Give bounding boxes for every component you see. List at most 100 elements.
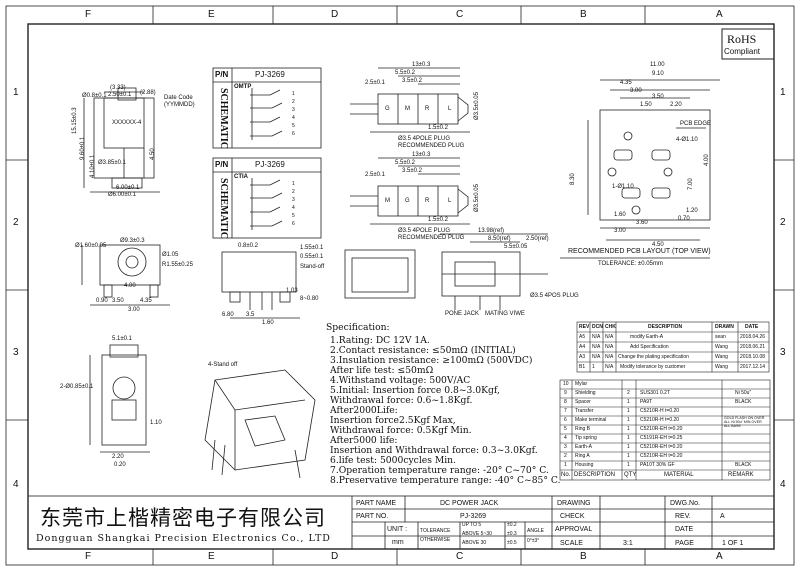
schematic-mode: CTIA	[234, 174, 248, 180]
bom-cell: 1	[564, 462, 567, 468]
dim-label: Ø6.00±0.1	[108, 192, 136, 198]
contact-label: G	[385, 106, 390, 112]
bom-cell: C5210R-H t=0.20	[640, 408, 680, 414]
dim-label: 0.70	[678, 216, 690, 222]
rev-value: A	[720, 513, 725, 520]
col-letter-f-bottom: F	[85, 551, 92, 562]
bom-cell: 3	[564, 444, 567, 450]
schematic-title: SCHEMATIC	[218, 178, 229, 239]
part-number: PJ-3269	[255, 70, 285, 79]
bom-cell: C5210R-EH t=0.20	[640, 426, 683, 432]
tol-range: ABOVE 30	[462, 540, 487, 546]
plug-label: Ø3.5 4POLE PLUG	[398, 136, 451, 142]
dim-label: 6.00±0.1	[116, 185, 140, 191]
dim-label: 9.60±0.1	[80, 136, 86, 160]
dim-label: 2.50±0.1	[108, 92, 132, 98]
dim-label: 2.5±0.1	[365, 172, 385, 178]
plug-label: RECOMMENDED PLUG	[398, 235, 465, 241]
side-view-linework	[221, 251, 300, 319]
part-name: DC POWER JACK	[440, 500, 499, 507]
pin-number: 5	[292, 213, 295, 219]
bom-cell: Tip spring	[575, 435, 597, 441]
bom-cell: PA10T 30% GF	[640, 462, 675, 468]
spec-line: Insertion force2.5Kgf Max,	[330, 415, 456, 426]
bom-cell: 10	[563, 381, 569, 387]
stand-off-label: Stand-off	[300, 264, 325, 270]
dim-label: 1.5±0.2	[428, 217, 448, 223]
dim-label: 4.10±0.1	[90, 154, 96, 178]
bom-cell: BLACK	[735, 462, 752, 468]
bom-cell: Shielding	[575, 390, 596, 396]
pin-number: 1	[292, 181, 295, 187]
angle-label: ANGLE	[527, 528, 544, 534]
page-value: 1 OF 1	[722, 540, 744, 547]
spec-line: Withdrawal force: 0.5Kgf Min.	[330, 425, 472, 436]
schematic-mode: OMTP	[234, 84, 252, 90]
rev-cell: Change the plating specification	[618, 354, 689, 360]
dim-label: 0.20	[114, 462, 126, 468]
dim-label: 0.8±0.2	[238, 243, 258, 249]
col-letter-a-bottom: A	[716, 551, 723, 562]
bom-cell: 1	[627, 435, 630, 441]
bom-cell: Make terminal	[575, 417, 607, 423]
rev-header: CHK	[605, 324, 616, 330]
row-number-4: 4	[13, 479, 19, 490]
plug-label: RECOMMENDED PLUG	[398, 143, 465, 149]
row-number-2-right: 2	[780, 217, 786, 228]
bom-cell: 1	[627, 426, 630, 432]
unit-value: mm	[392, 539, 404, 546]
spec-line: 8.Preservative temperature range: -40° C…	[330, 475, 561, 486]
rev-cell: 2018.06.21	[740, 344, 766, 350]
bom-cell: 7	[564, 408, 567, 414]
unit-label: UNIT :	[387, 526, 408, 533]
dim-label: (3.33)	[110, 85, 126, 91]
col-letter-e: E	[208, 9, 215, 20]
dim-label: 0.55±0.1	[300, 254, 324, 260]
row-number-4-right: 4	[780, 479, 786, 490]
contact-label: R	[425, 106, 430, 112]
jack-label: PONE JACK	[445, 311, 480, 317]
pin-number: 3	[292, 197, 295, 203]
dim-label: Ø3.85±0.1	[98, 160, 126, 166]
rev-cell: Add Specification	[630, 344, 669, 350]
dim-label: 1.10	[150, 420, 162, 426]
dim-label: 11.00	[650, 62, 665, 68]
pin-number: 2	[292, 99, 295, 105]
col-letter-c: C	[456, 9, 464, 20]
dim-label: 1.03	[286, 288, 298, 294]
angle-value: 0°±3°	[527, 538, 540, 544]
bom-cell: Housing	[575, 462, 594, 468]
bom-header: REMARK	[728, 472, 754, 478]
dim-label: 4.00	[704, 154, 710, 166]
spec-line: 7.Operation temperature range: -20° C~70…	[330, 465, 549, 476]
dim-label: Ø1.60±0.05	[75, 243, 107, 249]
revision-table-grid	[576, 321, 770, 373]
part-name-label: PART NAME	[356, 500, 397, 507]
plug-callout: Ø3.5 4POS PLUG	[530, 293, 579, 299]
bom-cell: Ni 50u"	[735, 390, 752, 396]
rohs-mark: RoHS	[727, 32, 757, 46]
dim-label: 3.50	[652, 94, 664, 100]
rev-cell: sean	[715, 334, 726, 340]
title-block-grid	[27, 495, 775, 550]
plug-omtp-linework	[350, 67, 470, 133]
col-letter-c-bottom: C	[456, 551, 464, 562]
dim-label: 8.50(ref)	[488, 236, 511, 242]
row-number-2: 2	[13, 217, 19, 228]
dim-label: Ø9.3±0.3	[120, 238, 145, 244]
bom-header: No.	[561, 472, 571, 478]
tol-value: ±0.2	[507, 522, 517, 528]
dim-label: 8~0.80	[300, 296, 319, 302]
plug-ctia-linework	[350, 157, 470, 225]
front-view-linework	[83, 87, 160, 193]
pin-number: 2	[292, 189, 295, 195]
dim-label: 5.5±0.05	[504, 244, 528, 250]
company-name-en: Dongguan Shangkai Precision Electronics …	[36, 533, 331, 544]
dim-label: 1.60	[262, 320, 274, 326]
bom-cell: C5210R-EH t=0.20	[640, 453, 683, 459]
scale-label: SCALE	[560, 540, 583, 547]
dim-label: Ø3.5±0.05	[474, 92, 480, 120]
rev-cell: Wang	[715, 364, 728, 370]
dim-label: Ø0.8±0.1	[82, 93, 107, 99]
rev-cell: B1	[579, 364, 586, 370]
